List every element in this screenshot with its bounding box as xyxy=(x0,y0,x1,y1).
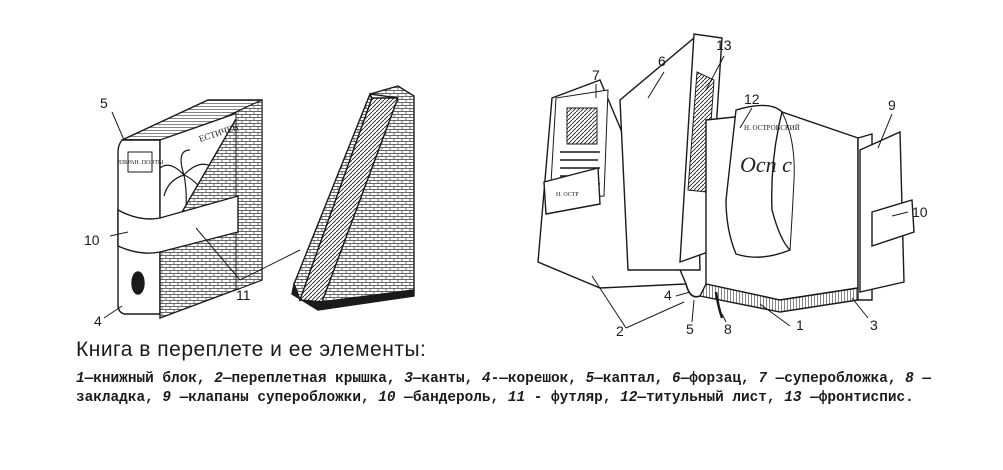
open-book-spine xyxy=(685,283,701,298)
callout-left-5: 5 xyxy=(100,95,108,111)
callout-left-10: 10 xyxy=(84,232,100,248)
legend-item-5: 5—каптал, xyxy=(586,371,672,387)
legend-text: —фронтиспис. xyxy=(801,390,914,406)
legend-number: 2 xyxy=(214,371,223,387)
legend-text: —форзац, xyxy=(680,371,759,387)
legend-text: —суперобложка, xyxy=(766,371,906,387)
legend-item-12: 12—титульный лист, xyxy=(620,390,784,406)
endpaper xyxy=(619,36,701,271)
callout-right-4: 4 xyxy=(664,287,672,303)
open-book xyxy=(537,33,915,319)
legend-number: 6 xyxy=(671,371,681,387)
jacket-flap-left xyxy=(543,167,601,215)
legend-text: —каптал, xyxy=(594,371,672,387)
legend-number: 7 xyxy=(758,371,767,387)
legend-item-2: 2—переплетная крышка, xyxy=(214,371,404,387)
slipcase-side xyxy=(235,99,263,291)
jacket-illustration xyxy=(566,107,598,145)
book-band xyxy=(117,195,239,254)
legend-item-11: 11 - футляр, xyxy=(508,390,620,406)
legend-item-1: 1—книжный блок, xyxy=(76,371,214,387)
figure-caption: Книга в переплете и ее элементы: 1—книжн… xyxy=(76,338,976,408)
callout-right-10: 10 xyxy=(912,204,928,220)
legend-text: - футляр, xyxy=(525,390,621,406)
legend-number: 8 xyxy=(905,371,914,387)
legend-text: —канты, xyxy=(412,371,482,387)
callout-right-9: 9 xyxy=(888,97,896,113)
legend-text: —клапаны суперобложки, xyxy=(171,390,379,406)
callout-right-13: 13 xyxy=(716,37,732,53)
legend-number: 4 xyxy=(481,371,491,387)
legend-text: —закладка, xyxy=(76,371,932,406)
left-spine-text: ИЗБРАН. ПОЭТЫ xyxy=(117,160,164,166)
empty-slipcase xyxy=(291,85,415,311)
title-page-curl xyxy=(725,104,792,258)
jacket-flap-text: Н. ОСТР xyxy=(556,192,579,198)
legend-number: 5 xyxy=(585,371,595,387)
callout-right-7: 7 xyxy=(592,67,600,83)
legend-number: 9 xyxy=(162,390,171,406)
left-callouts: 5 10 4 11 xyxy=(84,95,251,329)
legend-item-4: 4-—корешок, xyxy=(482,371,586,387)
legend-item-10: 10 —бандероль, xyxy=(378,390,508,406)
left-book-in-slipcase xyxy=(117,98,263,320)
legend-item-7: 7 —суперобложка, xyxy=(758,371,905,387)
bookmark-ribbon xyxy=(714,291,724,319)
callout-right-8: 8 xyxy=(724,321,732,337)
legend-number: 10 xyxy=(378,390,396,406)
legend-text: —титульный лист, xyxy=(637,390,785,406)
legend-text: —книжный блок, xyxy=(84,371,215,387)
legend-number: 3 xyxy=(404,371,413,387)
legend-item-13: 13 —фронтиспис. xyxy=(784,390,914,406)
right-title-small: Н. ОСТРОВСКИЙ xyxy=(744,124,800,132)
callout-left-4: 4 xyxy=(94,313,102,329)
legend-item-3: 3—канты, xyxy=(404,371,482,387)
callout-right-6: 6 xyxy=(658,53,666,69)
legend-number: 13 xyxy=(784,390,802,406)
callout-right-5: 5 xyxy=(686,321,694,337)
leader-lines xyxy=(103,55,909,329)
callout-right-3: 3 xyxy=(870,317,878,333)
spine-emblem xyxy=(131,271,145,295)
legend-text: —бандероль, xyxy=(395,390,508,406)
callout-right-1: 1 xyxy=(796,317,804,333)
legend-item-9: 9 —клапаны суперобложки, xyxy=(162,390,378,406)
callout-right-12: 12 xyxy=(744,91,760,107)
empty-slipcase-bottom xyxy=(291,281,415,311)
right-title-big: Осп с xyxy=(740,152,792,177)
legend-number: 12 xyxy=(620,390,638,406)
book-band-right xyxy=(871,199,915,247)
caption-legend: 1—книжный блок, 2—переплетная крышка, 3—… xyxy=(76,370,976,408)
legend-text: —переплетная крышка, xyxy=(222,371,405,387)
legend-number: 11 xyxy=(507,390,526,406)
legend-number: 1 xyxy=(76,371,85,387)
legend-item-8: 8 —закладка, xyxy=(76,371,931,406)
callout-left-11: 11 xyxy=(236,287,251,303)
callout-right-2: 2 xyxy=(616,323,624,339)
right-callouts: 7 6 13 12 9 10 4 2 5 8 1 3 xyxy=(592,37,928,339)
legend-text: -—корешок, xyxy=(490,371,586,387)
legend-item-6: 6—форзац, xyxy=(672,371,758,387)
caption-title: Книга в переплете и ее элементы: xyxy=(76,338,427,361)
